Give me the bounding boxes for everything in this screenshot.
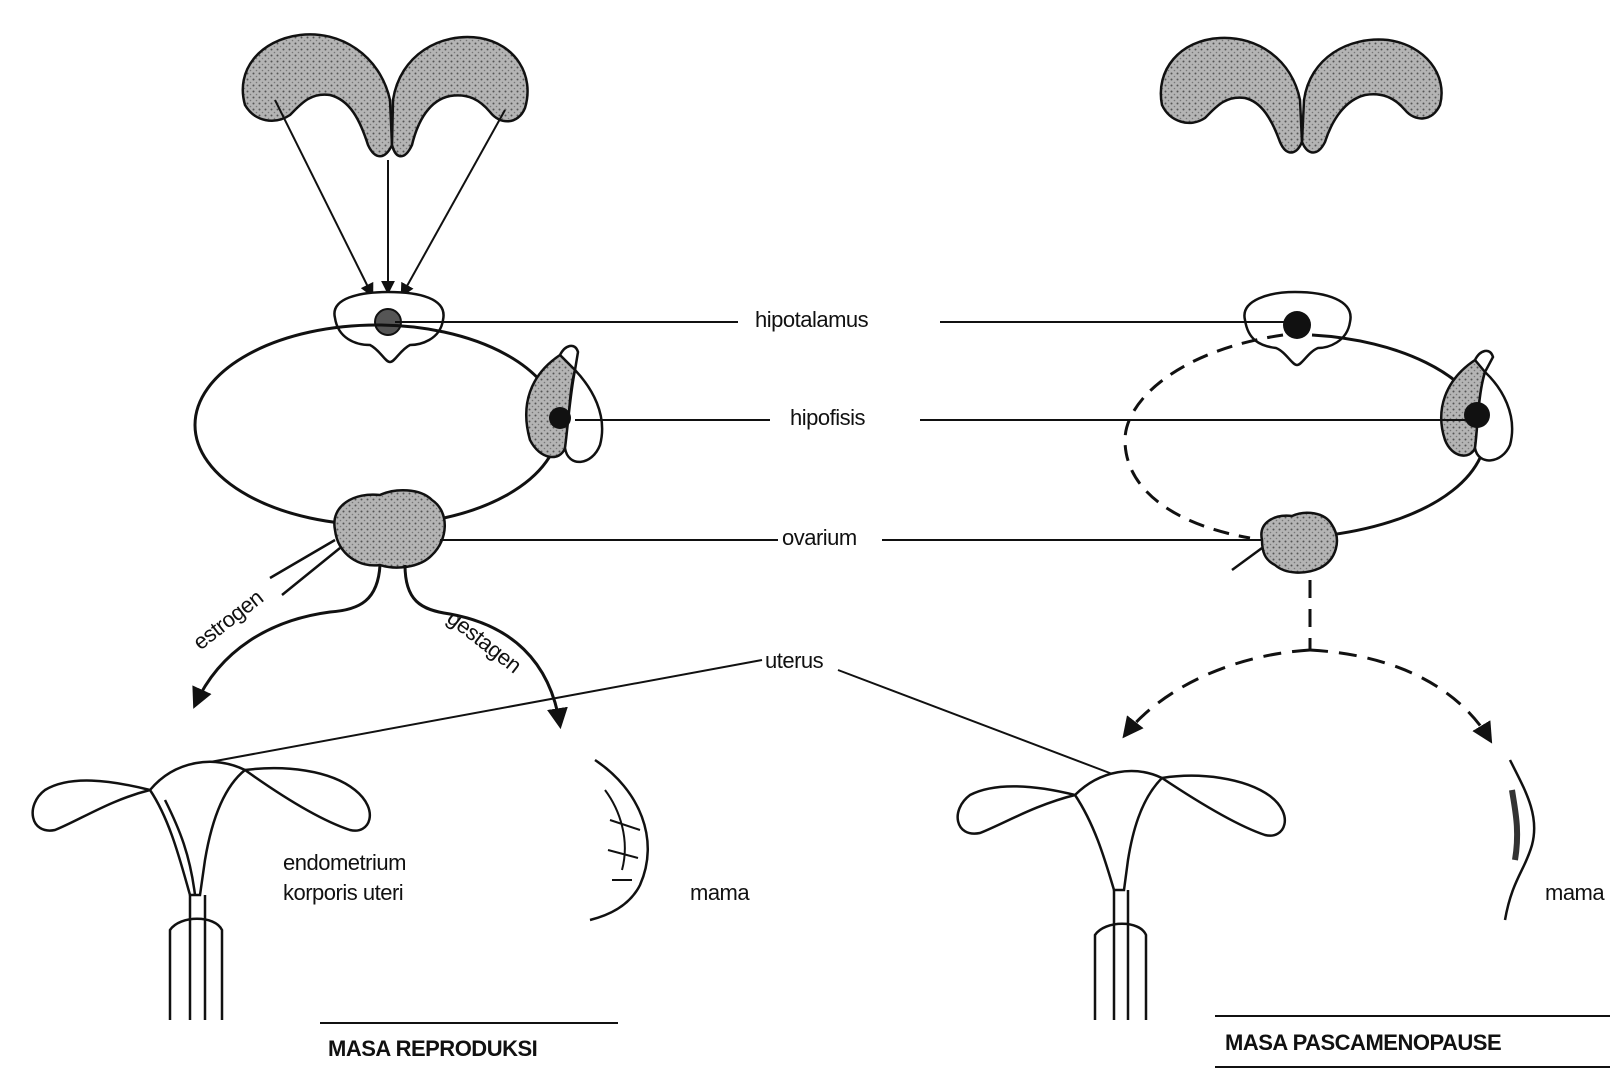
right-uterus (958, 771, 1285, 1020)
left-title-rule-top (320, 1022, 618, 1024)
left-panel-title: MASA REPRODUKSI (328, 1036, 537, 1062)
label-mama-right: mama (1545, 880, 1604, 906)
right-hormone-paths (1125, 580, 1490, 740)
label-endometrium-line2: korporis uteri (283, 880, 403, 906)
right-cortex (1161, 38, 1442, 153)
right-panel-title: MASA PASCAMENOPAUSE (1225, 1030, 1501, 1056)
label-endometrium-line1: endometrium (283, 850, 406, 876)
label-uterus: uterus (765, 648, 823, 674)
left-ovary (270, 490, 445, 595)
left-pituitary (526, 346, 602, 462)
left-breast (590, 760, 648, 920)
label-ovarium: ovarium (782, 525, 857, 551)
uterus-pointer-lines (210, 660, 1115, 775)
right-pituitary (1441, 351, 1512, 461)
label-hipotalamus: hipotalamus (755, 307, 868, 333)
right-ovary (1232, 513, 1337, 573)
right-feedback-loop (1125, 335, 1486, 538)
right-title-rule-top (1215, 1015, 1610, 1017)
left-cortex (243, 34, 528, 156)
right-breast (1505, 760, 1534, 920)
label-hipofisis: hipofisis (790, 405, 865, 431)
right-hypothalamus (1244, 292, 1350, 365)
right-title-rule-bottom (1215, 1066, 1610, 1068)
label-mama-left: mama (690, 880, 749, 906)
